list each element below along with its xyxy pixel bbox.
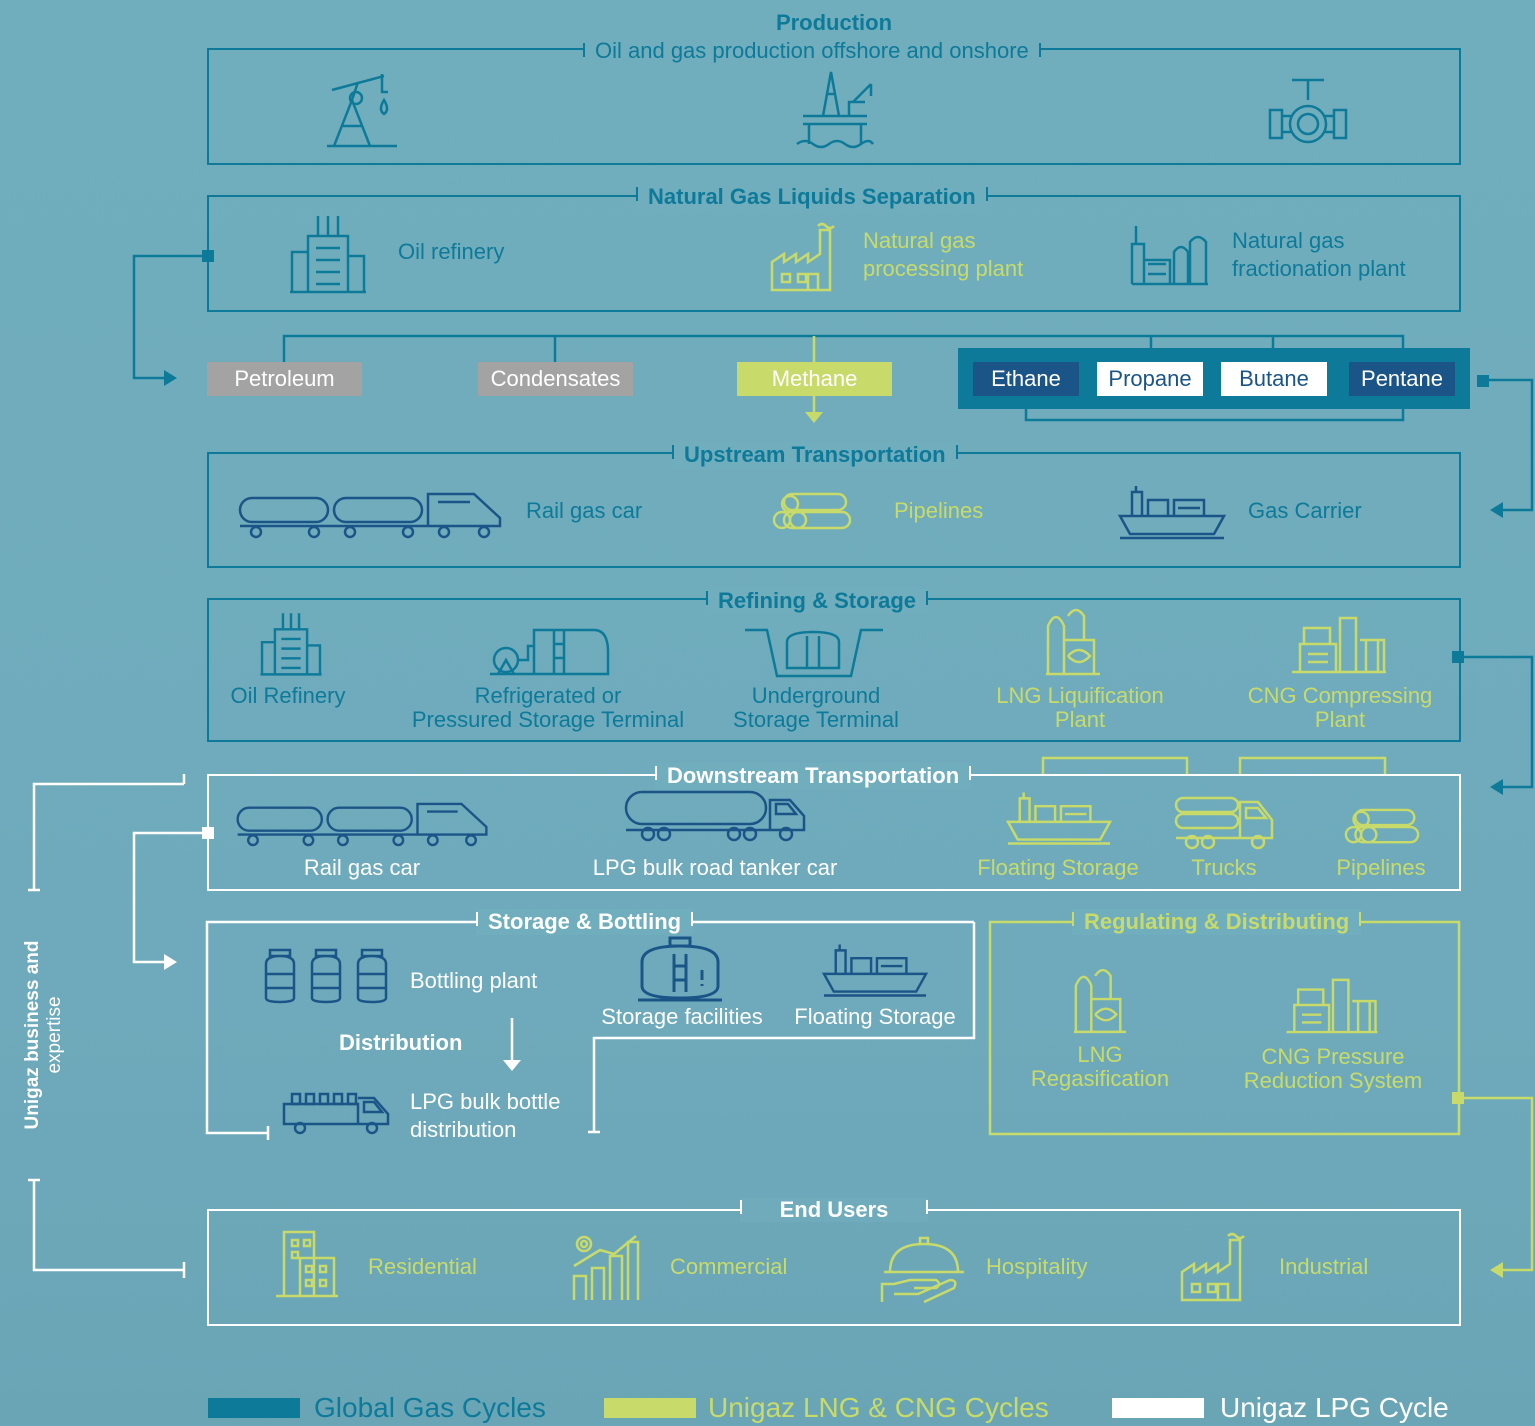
- storage-facility-icon: [638, 936, 722, 1002]
- end-users-industrial-label: Industrial: [1279, 1254, 1369, 1279]
- refining-cng-line1: CNG Compressing: [1247, 683, 1433, 708]
- gas-carrier-icon: [1117, 486, 1227, 540]
- ngl-oil-refinery-label: Oil refinery: [398, 239, 505, 264]
- end-users-residential-label: Residential: [368, 1254, 477, 1279]
- product-condensates: Condensates: [478, 362, 633, 396]
- lng-plant-icon: [1046, 608, 1100, 676]
- storage-tank-icon: [490, 628, 610, 676]
- legend-swatch-global: [208, 1398, 300, 1418]
- product-pentane: Pentane: [1349, 362, 1455, 396]
- side-label-normal: expertise: [44, 996, 65, 1074]
- refining-underground-line1: Underground: [751, 683, 881, 708]
- side-label-bold: Unigaz business and: [22, 940, 43, 1130]
- downstream-pipelines-label: Pipelines: [1336, 855, 1426, 880]
- ngl-fractionation-line1: Natural gas: [1232, 228, 1345, 253]
- product-petroleum: Petroleum: [207, 362, 362, 396]
- pipelines-icon: [772, 492, 852, 530]
- end-users-hospitality-label: Hospitality: [986, 1254, 1088, 1279]
- end-users-title: End Users: [740, 1197, 928, 1223]
- lng-regasification-icon: [1073, 968, 1127, 1034]
- floating-storage-icon: [1005, 792, 1113, 845]
- product-butane: Butane: [1221, 362, 1327, 396]
- gas-bottles-icon: [264, 948, 388, 1004]
- legend-label-global: Global Gas Cycles: [314, 1392, 546, 1423]
- refining-refrigerated-line1: Refrigerated or: [474, 683, 622, 708]
- legend-swatch-lng-cng: [604, 1398, 696, 1418]
- storage-lpg-line1: LPG bulk bottle: [410, 1089, 561, 1114]
- legend-label-lpg: Unigaz LPG Cycle: [1220, 1392, 1449, 1423]
- ngl-title: Natural Gas Liquids Separation: [636, 184, 988, 210]
- pipelines-2-icon: [1344, 808, 1420, 844]
- downstream-road-label: LPG bulk road tanker car: [592, 855, 838, 880]
- downstream-title: Downstream Transportation: [655, 763, 972, 789]
- upstream-title: Upstream Transportation: [672, 442, 958, 468]
- oil-refinery-icon: [290, 216, 366, 294]
- cng-pressure-icon: [1286, 978, 1378, 1034]
- refining-cng-line2: Plant: [1314, 707, 1366, 732]
- industrial-icon: [1180, 1232, 1245, 1302]
- regulating-lng-line2: Regasification: [1030, 1066, 1170, 1091]
- product-ethane: Ethane: [973, 362, 1079, 396]
- refining-refrigerated-line2: Pressured Storage Terminal: [411, 707, 685, 732]
- oil-refinery-2-icon: [260, 613, 322, 676]
- ngl-processing-line2: processing plant: [863, 256, 1024, 281]
- production-subtitle: Oil and gas production offshore and onsh…: [583, 38, 1041, 64]
- refining-oil-label: Oil Refinery: [230, 683, 346, 708]
- regulating-cng-line1: CNG Pressure: [1261, 1044, 1405, 1069]
- cng-compressor-icon: [1292, 616, 1386, 674]
- road-tanker-icon: [624, 790, 806, 842]
- upstream-pipelines-label: Pipelines: [894, 498, 984, 523]
- hospitality-icon: [880, 1236, 964, 1304]
- storage-facilities-label: Storage facilities: [601, 1004, 763, 1029]
- storage-floating-label: Floating Storage: [794, 1004, 956, 1029]
- oil-pump-icon: [327, 74, 397, 148]
- refining-underground-line2: Storage Terminal: [733, 707, 899, 732]
- refining-lng-line2: Plant: [1054, 707, 1106, 732]
- end-users-title-wrap: [740, 1198, 928, 1222]
- product-propane: Propane: [1097, 362, 1203, 396]
- ngl-processing-line1: Natural gas: [863, 228, 976, 253]
- storage-bottling-label: Bottling plant: [410, 968, 538, 993]
- production-title: Production: [775, 10, 893, 35]
- product-methane: Methane: [737, 362, 892, 396]
- regulating-cng-line2: Reduction System: [1243, 1068, 1423, 1093]
- rail-car-2-icon: [236, 802, 488, 847]
- refining-title: Refining & Storage: [706, 588, 929, 614]
- regulating-lng-line1: LNG: [1077, 1042, 1123, 1067]
- ngl-fractionation-line2: fractionation plant: [1232, 256, 1406, 281]
- offshore-platform-icon: [796, 71, 875, 149]
- bottle-truck-icon: [282, 1092, 390, 1135]
- storage-title: Storage & Bottling: [476, 909, 694, 935]
- legend-label-lng-cng: Unigaz LNG & CNG Cycles: [708, 1392, 1049, 1423]
- upstream-rail-label: Rail gas car: [526, 498, 643, 523]
- fractionation-plant-icon: [1130, 226, 1208, 286]
- factory-icon: [770, 222, 835, 292]
- regulating-title: Regulating & Distributing: [1072, 909, 1362, 935]
- upstream-carrier-label: Gas Carrier: [1248, 498, 1362, 523]
- downstream-floating-label: Floating Storage: [977, 855, 1139, 880]
- storage-lpg-line2: distribution: [410, 1117, 517, 1142]
- floating-storage-2-icon: [821, 944, 929, 997]
- storage-distribution-label: Distribution: [339, 1030, 463, 1055]
- residential-icon: [276, 1230, 338, 1298]
- legend-swatch-lpg: [1112, 1398, 1204, 1418]
- underground-storage-icon: [745, 628, 883, 678]
- refining-lng-line1: LNG Liquification: [996, 683, 1164, 708]
- truck-icon: [1174, 796, 1274, 850]
- pipeline-valve-icon: [1268, 78, 1348, 144]
- downstream-rail-label: Rail gas car: [303, 855, 421, 880]
- downstream-trucks-label: Trucks: [1191, 855, 1257, 880]
- commercial-icon: [572, 1235, 640, 1300]
- end-users-commercial-label: Commercial: [670, 1254, 788, 1279]
- rail-car-icon: [238, 492, 502, 539]
